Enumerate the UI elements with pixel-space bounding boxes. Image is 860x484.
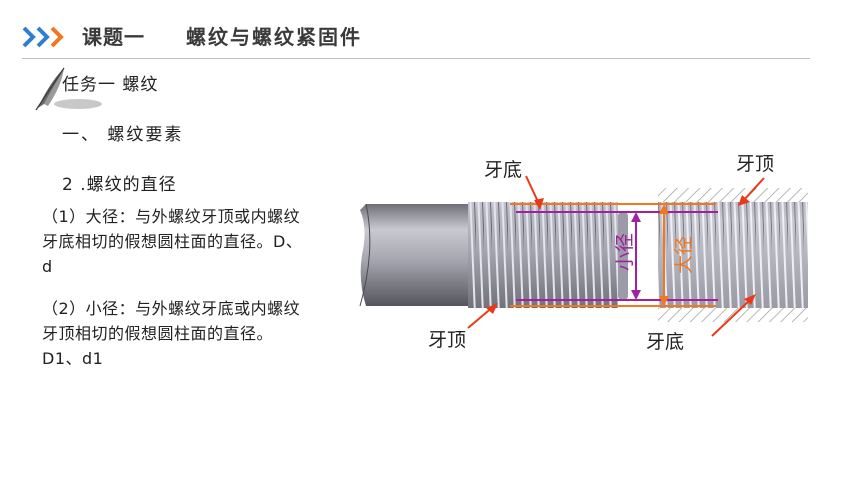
header-divider <box>22 58 810 59</box>
nut-root-label: 牙底 <box>646 331 684 353</box>
bolt-root-label: 牙底 <box>484 159 522 181</box>
header: 课题一 螺纹与螺纹紧固件 <box>0 0 860 60</box>
quill-pen-icon <box>35 67 102 111</box>
minor-diameter-label: 小径 <box>614 233 636 271</box>
bolt-external-thread <box>468 202 618 308</box>
major-diameter-text: （1）大径：与外螺纹牙顶或内螺纹牙底相切的假想圆柱面的直径。D、d <box>42 207 303 276</box>
major-diameter-label: 大径 <box>673 236 695 274</box>
subsection-title: 2 .螺纹的直径 <box>62 175 177 195</box>
lesson-title: 螺纹与螺纹紧固件 <box>186 25 362 49</box>
section-title: 一、 螺纹要素 <box>62 125 184 145</box>
thread-diagram: 小径 大径 牙底 牙顶 牙顶 牙底 <box>359 153 808 353</box>
chevron-right-icon <box>22 26 64 48</box>
lesson-number: 课题一 <box>82 25 145 49</box>
minor-diameter-text: （2）小径：与外螺纹牙底或内螺纹牙顶相切的假想圆柱面的直径。 D1、d1 <box>42 299 301 368</box>
nut-crest-label: 牙顶 <box>736 153 774 175</box>
task-title: 任务一 螺纹 <box>62 75 159 95</box>
bolt-shank <box>360 204 468 306</box>
bolt-crest-label: 牙顶 <box>428 329 466 351</box>
nut-internal-thread <box>658 202 808 308</box>
